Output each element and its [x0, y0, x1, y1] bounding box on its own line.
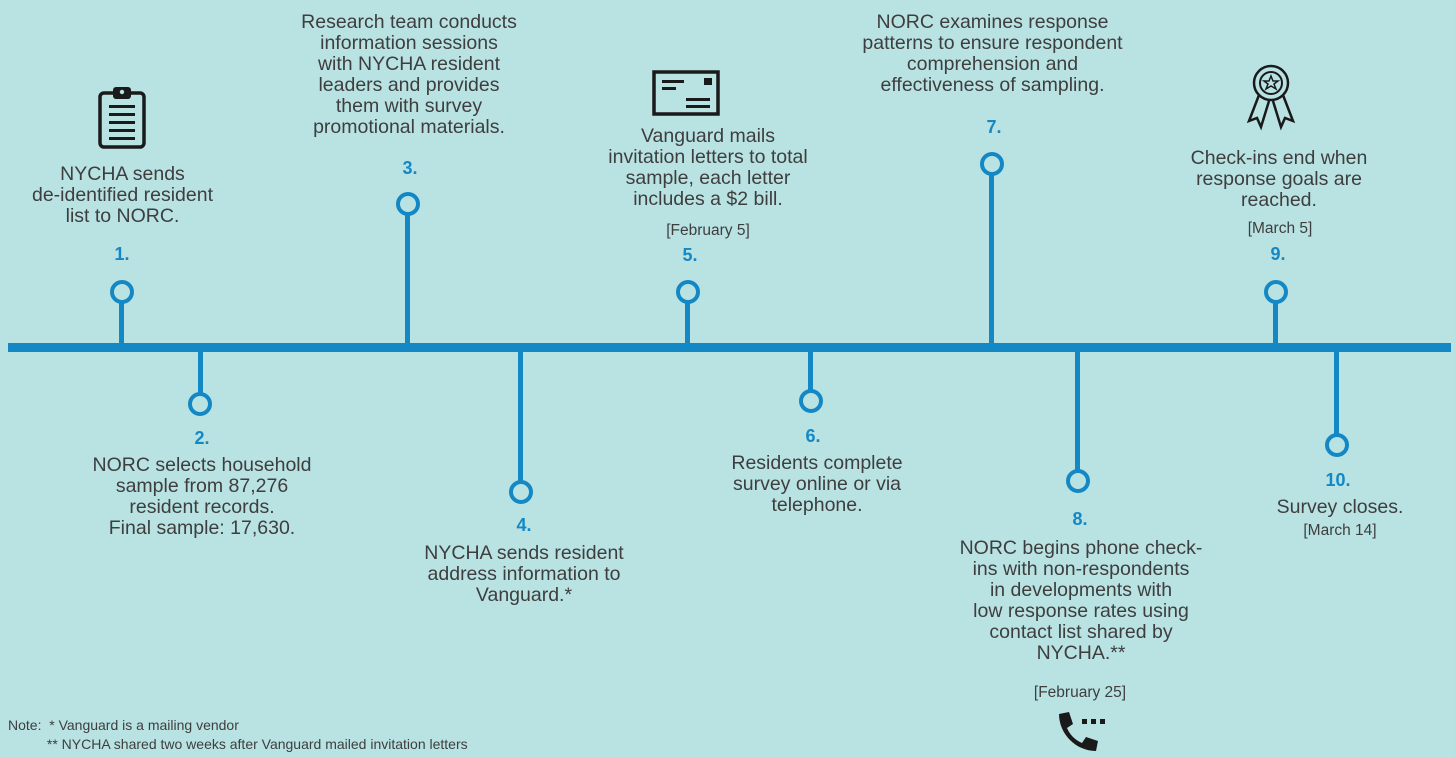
clipboard-icon — [97, 85, 147, 155]
note-line-2: ** NYCHA shared two weeks after Vanguard… — [8, 736, 468, 752]
step-4-text: NYCHA sends resident address information… — [424, 542, 624, 606]
stem-6 — [808, 350, 813, 392]
step-6-text: Residents complete survey online or via … — [731, 452, 903, 516]
stem-1 — [119, 300, 124, 345]
step-2-number: 2. — [194, 428, 210, 448]
node-8 — [1066, 469, 1090, 493]
node-2 — [188, 392, 212, 416]
node-10 — [1325, 433, 1349, 457]
node-4 — [509, 480, 533, 504]
node-3 — [396, 192, 420, 216]
node-5 — [676, 280, 700, 304]
step-7-text: NORC examines response patterns to ensur… — [862, 11, 1123, 96]
stem-9 — [1273, 300, 1278, 345]
step-10-text: Survey closes. — [1276, 496, 1404, 518]
node-7 — [980, 152, 1004, 176]
step-5-text: Vanguard mails invitation letters to tot… — [608, 125, 808, 210]
step-6-number: 6. — [805, 426, 821, 446]
step-1-number: 1. — [114, 244, 130, 264]
step-9-number: 9. — [1270, 244, 1286, 264]
stem-8 — [1075, 350, 1080, 472]
step-7-number: 7. — [986, 117, 1002, 137]
stem-10 — [1334, 350, 1339, 435]
phone-icon — [1054, 710, 1112, 758]
step-1-text: NYCHA sends de-identified resident list … — [31, 163, 214, 227]
step-8-date: [February 25] — [1033, 684, 1127, 701]
stem-7 — [989, 173, 994, 345]
step-2-text: NORC selects household sample from 87,27… — [92, 454, 312, 539]
stem-3 — [405, 213, 410, 345]
stem-2 — [198, 350, 203, 395]
envelope-icon — [652, 70, 720, 121]
award-ribbon-icon — [1245, 63, 1297, 138]
step-8-text: NORC begins phone check- ins with non-re… — [959, 537, 1203, 664]
stem-4 — [518, 350, 523, 482]
step-3-text: Research team conducts information sessi… — [301, 11, 517, 138]
node-9 — [1264, 280, 1288, 304]
step-3-number: 3. — [402, 158, 418, 178]
stem-5 — [685, 300, 690, 345]
step-5-number: 5. — [682, 245, 698, 265]
step-9-date: [March 5] — [1247, 220, 1313, 237]
step-5-date: [February 5] — [666, 222, 750, 239]
timeline-axis — [8, 343, 1451, 352]
node-1 — [110, 280, 134, 304]
step-10-number: 10. — [1325, 470, 1351, 490]
step-4-number: 4. — [516, 515, 532, 535]
step-9-text: Check-ins end when response goals are re… — [1190, 147, 1368, 211]
node-6 — [799, 389, 823, 413]
step-8-number: 8. — [1072, 509, 1088, 529]
step-10-date: [March 14] — [1303, 522, 1377, 539]
note-line-1: Note: * Vanguard is a mailing vendor — [8, 717, 239, 733]
